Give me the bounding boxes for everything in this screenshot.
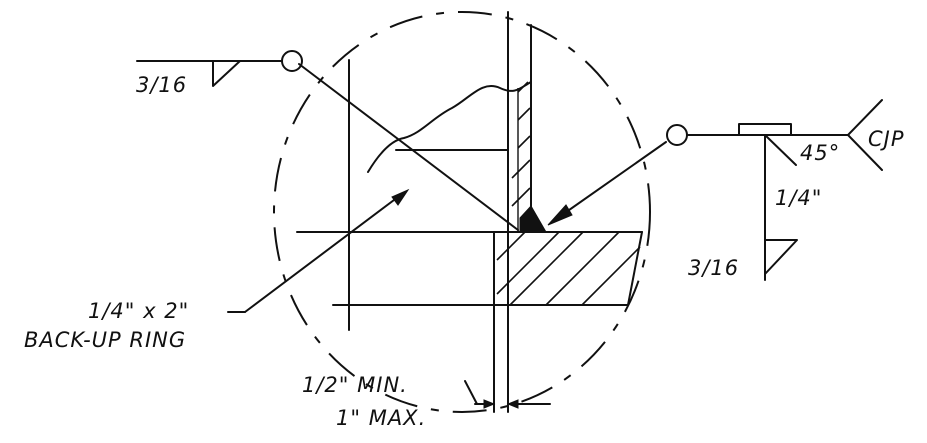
tail-note: CJP xyxy=(868,127,905,151)
dimension-leader xyxy=(464,380,478,405)
root-opening-max: 1" MAX. xyxy=(336,406,426,430)
fillet-weld-solid xyxy=(530,204,547,233)
groove-angle-label: 45° xyxy=(800,141,840,165)
dimension-arrow-right xyxy=(506,399,519,409)
right-field-weld-circle xyxy=(666,124,688,146)
backup-ring-label: BACK-UP RING xyxy=(24,328,186,352)
detail-break-circle xyxy=(273,11,651,413)
right-arrow-leader xyxy=(551,141,667,223)
plate-hatching xyxy=(496,231,641,306)
left-fillet-size: 3/16 xyxy=(136,73,187,97)
backup-ring-arrowhead xyxy=(391,188,410,206)
left-arrow-leader xyxy=(298,63,519,231)
root-weld-solid xyxy=(519,204,532,233)
right-fillet-size: 3/16 xyxy=(688,256,739,280)
backing-symbol xyxy=(738,123,792,136)
groove-bevel-symbol xyxy=(764,134,797,166)
backup-ring-size: 1/4" x 2" xyxy=(88,299,189,323)
root-opening-min: 1/2" MIN. xyxy=(302,373,408,397)
tail-symbol xyxy=(847,99,883,171)
groove-weld-hatching xyxy=(511,81,531,232)
right-arrowhead xyxy=(547,204,573,226)
left-field-weld-circle xyxy=(281,50,303,72)
backup-ring-leader xyxy=(244,193,403,313)
dimension-arrow-left xyxy=(483,399,496,409)
plate-break-end xyxy=(627,231,643,306)
break-line xyxy=(367,81,532,173)
right-fillet-symbol xyxy=(764,239,798,275)
left-fillet-symbol xyxy=(212,60,241,87)
groove-depth-label: 1/4" xyxy=(775,186,822,210)
